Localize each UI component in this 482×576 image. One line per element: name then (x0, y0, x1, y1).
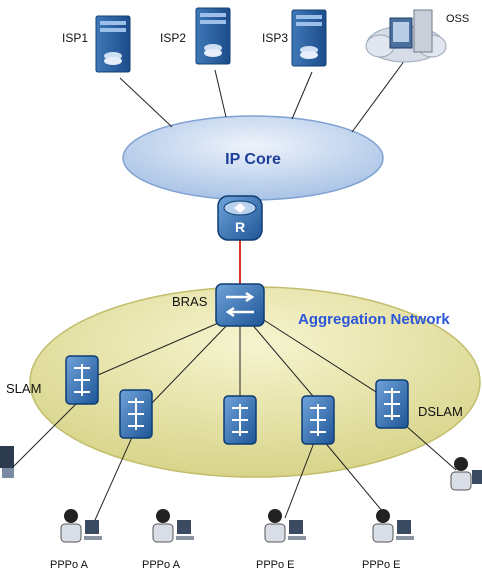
network-links (11, 59, 457, 521)
link-dslam4-user4 (322, 439, 389, 519)
link-bras-dslam4 (249, 321, 319, 403)
router-label: R (235, 219, 245, 235)
aggregation-network-label: Aggregation Network (298, 311, 450, 328)
dslam-2-icon (119, 389, 153, 439)
isp2-label: ISP2 (160, 31, 186, 45)
dslam-3-icon (223, 395, 257, 445)
user-4-label: PPPo E (362, 559, 401, 571)
user-2-label: PPPo A (142, 559, 181, 571)
isp3-server-icon (291, 9, 327, 67)
user-workstation-1-icon (60, 509, 102, 543)
dslam-left-icon (65, 355, 99, 405)
isp2-server-icon (195, 7, 231, 65)
dslam-left-label: SLAM (6, 381, 41, 396)
bras-switch-icon (215, 283, 265, 327)
link-dslam2-user1 (94, 434, 134, 521)
user-workstation-right-icon (450, 457, 482, 491)
user-workstation-4-icon (372, 509, 414, 543)
dslam-4-icon (301, 395, 335, 445)
link-isp2-core (214, 69, 227, 118)
dslam-right-icon (375, 379, 409, 429)
link-isp1-core (119, 77, 173, 128)
link-dslam4-user3 (284, 439, 316, 519)
link-dslam-right-user (404, 424, 457, 471)
isp3-label: ISP3 (262, 31, 288, 45)
ip-core-label: IP Core (225, 151, 281, 168)
link-isp3-core (291, 71, 313, 120)
user-workstation-partial-icon (0, 446, 14, 478)
oss-label: OSS (446, 13, 469, 25)
link-bras-dslam2 (149, 319, 233, 406)
user-workstation-2-icon (152, 509, 194, 543)
user-1-label: PPPo A (50, 559, 89, 571)
link-dslam-left-user (11, 399, 81, 469)
bras-label: BRAS (172, 294, 208, 309)
isp1-server-icon (95, 15, 131, 73)
user-3-label: PPPo E (256, 559, 295, 571)
router-icon (217, 195, 263, 241)
dslam-right-label: DSLAM (418, 404, 463, 419)
isp1-label: ISP1 (62, 31, 88, 45)
link-bras-dslam-left (97, 317, 231, 376)
oss-cloud-icon (365, 9, 447, 63)
link-bras-dslam-right (255, 314, 385, 398)
link-oss-core (351, 59, 406, 133)
user-workstation-3-icon (264, 509, 306, 543)
